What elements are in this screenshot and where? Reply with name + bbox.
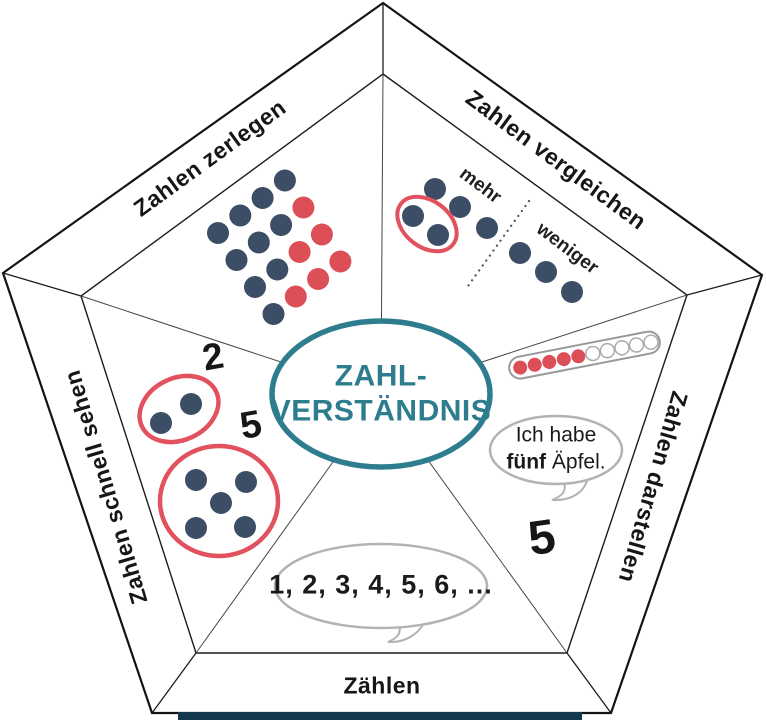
pentagon-inner	[80, 73, 688, 654]
bead-red	[513, 360, 528, 375]
grid-dot	[310, 223, 333, 246]
group-of-two-dots	[150, 393, 202, 434]
subitize-dot	[180, 393, 202, 415]
grid-dot	[292, 196, 315, 219]
less-dot	[535, 261, 557, 283]
more-dot	[424, 178, 446, 200]
subitize-dot	[150, 412, 172, 434]
speech-text-apples-rest: Äpfel.	[546, 451, 606, 474]
grid-dot	[244, 276, 266, 298]
speech-text-apples-bold: fünf	[506, 451, 547, 474]
bead-red	[542, 354, 557, 369]
center-title-line2: VERSTÄNDNIS	[270, 395, 492, 428]
bottom-bar	[178, 712, 582, 720]
group-of-five-dots	[185, 469, 257, 539]
compare-divider-dotted	[466, 199, 531, 288]
grid-dot	[229, 204, 252, 227]
grid-dot	[284, 285, 307, 308]
group-of-five-ring	[157, 443, 281, 559]
less-dot	[509, 242, 531, 264]
bead-white	[643, 334, 659, 350]
grid-dot	[307, 268, 330, 290]
more-dot	[402, 205, 424, 227]
bead-red	[527, 357, 542, 372]
subitize-dot	[185, 517, 207, 539]
group-of-two-ring	[137, 373, 221, 445]
grid-dot	[288, 241, 311, 263]
vertex-connectors	[2, 3, 763, 714]
speech-text-apples-line1: Ich habe	[515, 423, 597, 447]
bead-bar	[508, 330, 661, 380]
bead-white	[599, 342, 616, 359]
subitize-dot	[185, 469, 207, 491]
speech-bubble-bottom-body	[273, 542, 489, 630]
bead-white	[585, 345, 601, 362]
zerlegen-dot-grid	[207, 169, 352, 325]
subitize-dot	[234, 516, 256, 538]
more-dot	[427, 224, 449, 246]
subitize-dot	[210, 492, 232, 514]
less-dot	[561, 281, 583, 303]
grid-dot	[262, 303, 285, 325]
bead-white	[614, 340, 630, 356]
more-dots-group	[402, 178, 498, 246]
section-label-zaehlen: Zählen	[343, 672, 421, 699]
less-dots-group	[509, 242, 583, 303]
bead-white	[628, 337, 645, 353]
speech-bubble-right-body	[488, 414, 624, 486]
grid-dot	[270, 214, 293, 236]
grid-dot	[247, 231, 270, 254]
grid-dot	[207, 222, 229, 244]
center-title: ZAHL- VERSTÄNDNIS	[271, 359, 492, 430]
more-dot	[449, 196, 471, 218]
grid-dot	[273, 169, 296, 192]
speech-text-counting: 1, 2, 3, 4, 5, 6, ...	[269, 569, 493, 600]
center-ellipse	[269, 318, 493, 470]
grid-dot	[225, 249, 248, 271]
subitize-dot	[235, 471, 257, 493]
grid-dot	[329, 250, 352, 273]
center-title-line1: ZAHL-	[334, 359, 428, 393]
bead-red	[571, 349, 586, 364]
grid-dot	[266, 258, 289, 281]
speech-bubble-right	[488, 414, 624, 502]
speech-bubble-bottom	[273, 542, 489, 644]
circled-two-ring	[395, 194, 459, 254]
more-dot	[476, 217, 498, 239]
beads	[513, 334, 659, 375]
grid-dot	[251, 187, 274, 209]
speech-text-apples: Ich habe fünf Äpfel.	[506, 422, 605, 477]
bead-red	[556, 352, 571, 367]
